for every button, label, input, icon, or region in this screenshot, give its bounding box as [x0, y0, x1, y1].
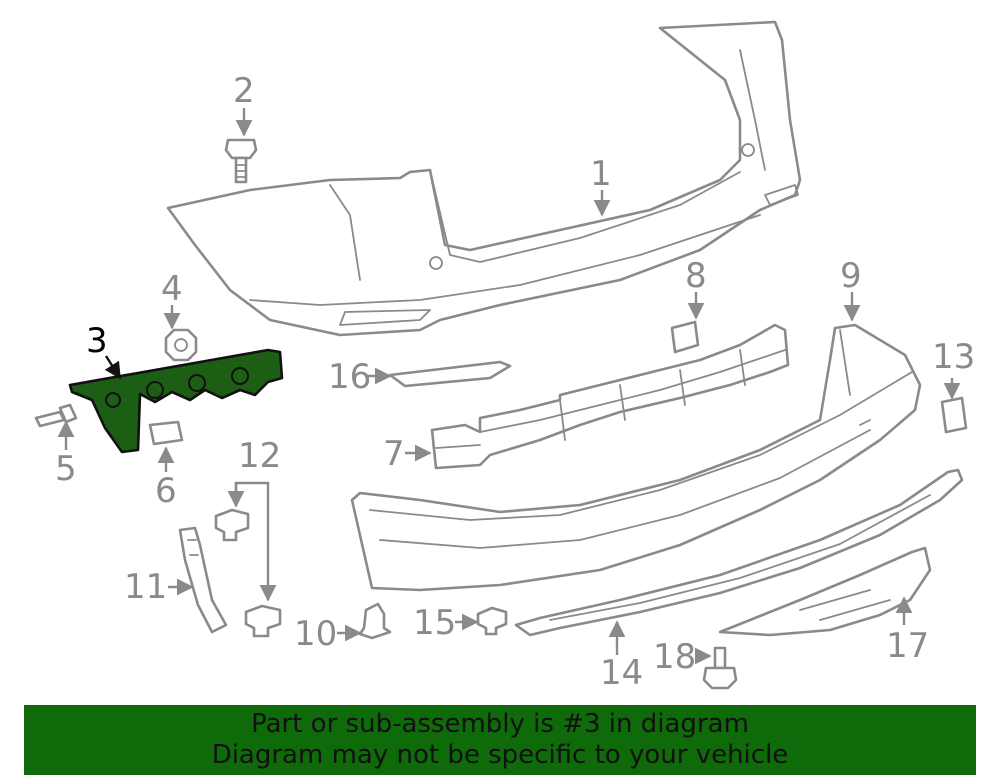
part-11-side-bracket	[178, 526, 228, 634]
callout-13: 13	[932, 337, 975, 377]
part-3-bumper-bracket	[68, 348, 284, 454]
callout-12: 12	[238, 436, 281, 476]
info-banner: Part or sub-assembly is #3 in diagram Di…	[24, 705, 976, 775]
callout-7: 7	[383, 434, 405, 474]
callout-1: 1	[590, 154, 612, 194]
part-15-clip	[476, 606, 508, 636]
callout-18: 18	[653, 637, 696, 677]
part-9-lower-bumper-cover	[350, 323, 922, 592]
callout-3: 3	[86, 321, 108, 361]
part-10-retainer	[358, 602, 392, 640]
part-14-lower-molding	[514, 468, 964, 637]
callout-2: 2	[233, 71, 255, 111]
callout-5: 5	[55, 449, 77, 489]
part-4-nut	[164, 328, 198, 362]
callout-15: 15	[413, 603, 456, 643]
part-18-bolt	[702, 646, 738, 690]
part-8-clip	[670, 320, 700, 354]
callout-10: 10	[294, 614, 337, 654]
part-1-upper-bumper-cover	[166, 20, 802, 337]
callout-8: 8	[685, 256, 707, 296]
callout-11: 11	[124, 567, 167, 607]
part-17-diffuser	[718, 546, 932, 637]
callout-16: 16	[328, 357, 371, 397]
leader-lines	[57, 108, 961, 665]
callout-14: 14	[600, 653, 643, 693]
part-12-clips	[214, 508, 282, 638]
callout-labels: 1 2 3 4 5 6 7 8 9 10 11 12 13 14 15 16 1…	[55, 71, 975, 693]
callout-6: 6	[155, 471, 177, 511]
parts-diagram: 1 2 3 4 5 6 7 8 9 10 11 12 13 14 15 16 1…	[34, 20, 975, 693]
banner-line-1: Part or sub-assembly is #3 in diagram	[251, 709, 749, 739]
banner-line-2: Diagram may not be specific to your vehi…	[211, 740, 789, 770]
part-16-reflector	[388, 360, 512, 388]
part-6-pad	[148, 420, 184, 446]
callout-17: 17	[886, 626, 929, 666]
part-7-energy-absorber	[430, 323, 790, 470]
part-2-bolt	[224, 138, 258, 184]
callout-4: 4	[161, 269, 183, 309]
part-13-pad	[940, 396, 968, 434]
part-5-screw	[34, 403, 78, 428]
callout-9: 9	[840, 256, 862, 296]
